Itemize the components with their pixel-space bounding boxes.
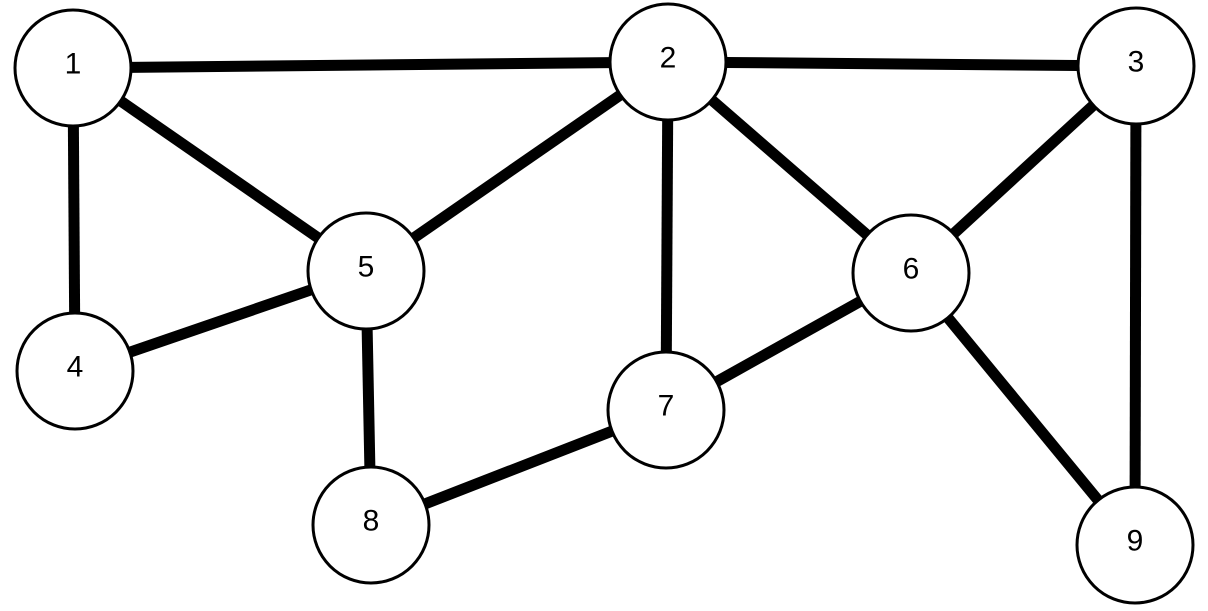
- node-1: 1: [13, 8, 133, 128]
- node-5: 5: [306, 211, 426, 331]
- node-label-4: 4: [67, 351, 84, 384]
- node-3: 3: [1076, 6, 1196, 126]
- node-circle-8: [311, 465, 431, 585]
- node-7: 7: [606, 350, 726, 470]
- edge-2-7: [660, 119, 674, 353]
- node-6: 6: [851, 213, 971, 333]
- edge-6-9: [943, 314, 1103, 504]
- node-circle-6: [851, 213, 971, 333]
- node-label-3: 3: [1128, 46, 1145, 79]
- edge-2-3: [725, 56, 1079, 72]
- node-label-9: 9: [1127, 525, 1144, 558]
- edge-2-6: [708, 95, 871, 240]
- edge-3-6: [949, 101, 1098, 238]
- node-label-1: 1: [65, 48, 82, 81]
- edge-6-7: [713, 296, 864, 387]
- node-label-5: 5: [358, 251, 375, 284]
- edge-4-5: [128, 284, 313, 358]
- node-label-2: 2: [660, 42, 677, 75]
- node-circle-9: [1075, 485, 1195, 605]
- node-circle-2: [608, 2, 728, 122]
- node-8: 8: [311, 465, 431, 585]
- edge-5-8: [361, 328, 376, 468]
- edge-2-5: [410, 90, 624, 243]
- node-4: 4: [15, 311, 135, 431]
- node-circle-4: [15, 311, 135, 431]
- node-circle-3: [1076, 6, 1196, 126]
- edge-1-4: [67, 125, 81, 314]
- node-2: 2: [608, 2, 728, 122]
- node-9: 9: [1075, 485, 1195, 605]
- edge-7-8: [423, 425, 614, 510]
- node-label-8: 8: [363, 505, 380, 538]
- edges-layer: [67, 56, 1142, 510]
- node-circle-1: [13, 8, 133, 128]
- edge-1-2: [130, 57, 611, 73]
- node-label-6: 6: [903, 253, 920, 286]
- nodes-layer: 1 2 3 4 5 6 7 8 9: [13, 2, 1196, 605]
- node-circle-7: [606, 350, 726, 470]
- edge-3-9: [1129, 123, 1142, 488]
- node-circle-5: [306, 211, 426, 331]
- node-label-7: 7: [658, 390, 675, 423]
- edge-1-5: [117, 96, 322, 243]
